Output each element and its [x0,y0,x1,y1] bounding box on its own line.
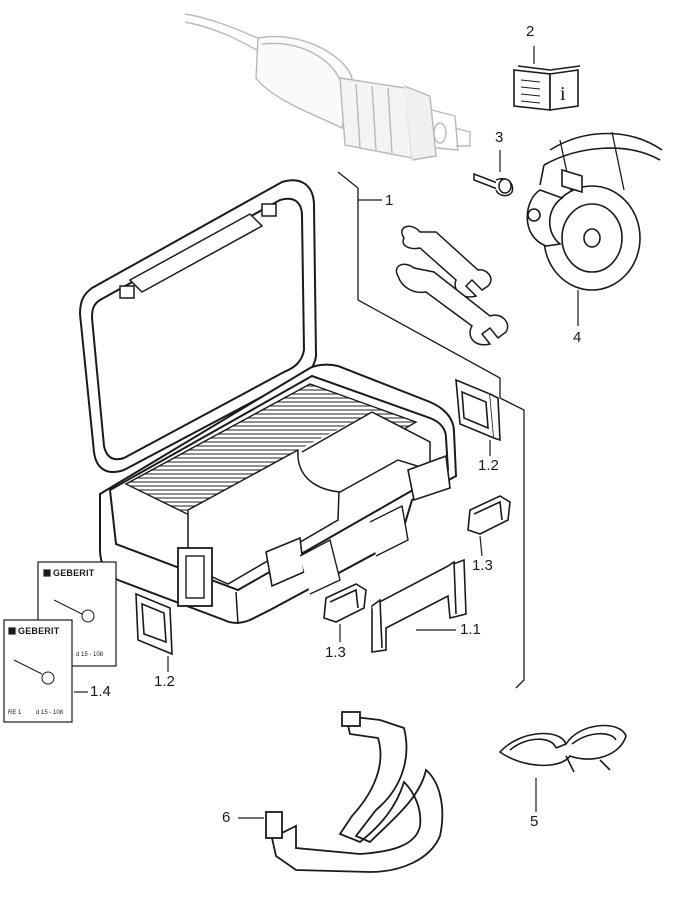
mounting-plate-upper [455,378,501,442]
card-back-brand: GEBERIT [53,568,95,578]
locking-pin [473,172,514,197]
callout-1: 1 [385,192,394,209]
callout-1-3-left: 1.3 [325,644,346,661]
card-back-code: d 15 - 108 [76,652,104,658]
callout-3: 3 [495,129,504,146]
case-body [99,363,458,625]
callout-5: 5 [530,813,539,830]
callout-1-3-right: 1.3 [472,557,493,574]
callout-1-2-upper: 1.2 [478,457,499,474]
assembly-bracket [337,171,525,689]
callout-2: 2 [526,23,535,40]
safety-glasses [498,724,627,773]
label-card-front [3,619,73,723]
callout-1-4: 1.4 [90,683,111,700]
card-tool-sketch [13,599,95,685]
callout-1-1: 1.1 [460,621,481,638]
shoulder-strap [265,711,444,873]
leader-lines [499,46,579,326]
card-front-left-code: RE 1 [8,710,22,716]
info-icon: i [560,83,566,105]
card-front-brand: GEBERIT [18,626,60,636]
open-end-wrenches [395,225,509,346]
manual-book [513,65,581,111]
mounting-plate-lower [135,592,173,656]
grinder-motor [184,13,471,161]
card-front-right-code: d 15 - 108 [36,710,64,716]
callout-6: 6 [222,809,231,826]
callout-1-2-lower: 1.2 [154,673,175,690]
latch-clip-left [323,583,367,623]
latch-clip-right [467,495,511,535]
callout-4: 4 [573,329,582,346]
guard-and-cutting-disc [526,131,663,291]
carry-handle [371,558,467,653]
